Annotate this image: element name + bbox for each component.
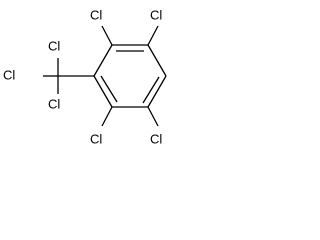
atom-label-cl-ring-bottom-left: Cl [90, 131, 102, 146]
atom-label-cl-ring-top-right: Cl [150, 7, 162, 22]
ring-bond-left-lower-inner [100, 75, 118, 103]
atom-label-cl-ring-top-left: Cl [90, 7, 102, 22]
atom-labels: Cl Cl Cl Cl Cl Cl Cl [3, 7, 162, 146]
bond-cl-top-right [147, 25, 159, 46]
ring-bond-right-lower-inner [142, 76, 160, 104]
atom-label-cl-ring-bottom-right: Cl [150, 131, 162, 146]
atom-label-cl-ccl3-upper: Cl [48, 38, 60, 53]
atom-label-cl-ccl3-lower: Cl [48, 96, 60, 111]
ring-bond-left-upper [93, 44, 113, 77]
bond-cl-bottom-left [101, 106, 113, 127]
ring-bond-left-lower [93, 75, 113, 108]
bonds [43, 25, 167, 127]
atom-label-cl-ccl3-left: Cl [3, 67, 15, 82]
bond-cl-bottom-right [147, 106, 159, 127]
bond-cl-top-left [101, 25, 113, 46]
chemical-structure: Cl Cl Cl Cl Cl Cl Cl [3, 7, 167, 146]
ring-bond-right-lower [147, 75, 167, 108]
ring-bond-right-upper [147, 44, 167, 77]
